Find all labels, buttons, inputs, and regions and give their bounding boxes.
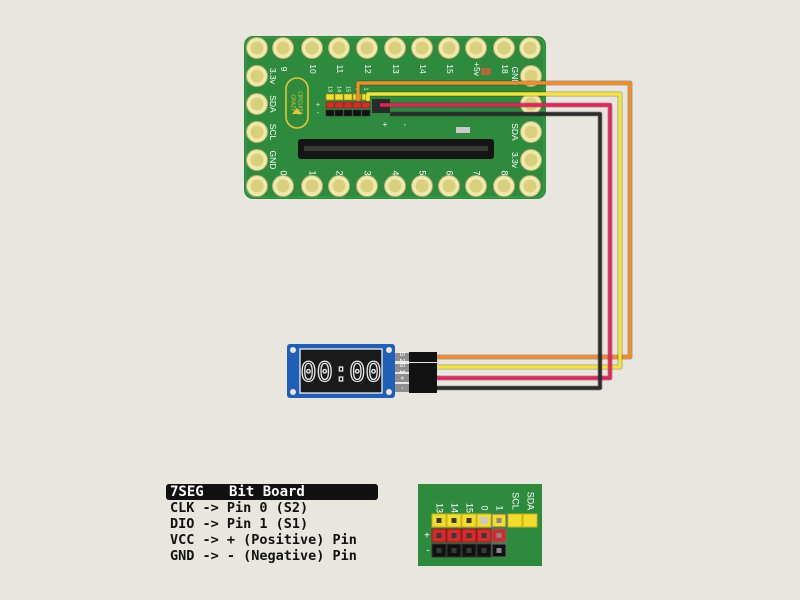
- mount-hole: [290, 389, 296, 395]
- left-pin-label: SCL: [268, 124, 278, 141]
- bottom-pin-label: 4: [391, 170, 401, 175]
- vcc-wire: [380, 103, 612, 380]
- legend-row-clk: CLK -> Pin 0 (S2): [170, 500, 309, 516]
- clk-wire: [356, 81, 632, 359]
- gnd-wire: [390, 112, 602, 390]
- jumper-housing: [409, 373, 437, 383]
- top-pin-label: 18: [500, 64, 510, 74]
- logo-text: CIRCUITS: [297, 91, 303, 115]
- rail-plus-label: +: [316, 102, 320, 109]
- rail-minus-label: -: [317, 110, 320, 117]
- top-pin-label: 11: [335, 65, 345, 74]
- positive-pin: [361, 101, 371, 109]
- top-pin-label: 10: [308, 64, 318, 74]
- top-pin-label: 9: [279, 67, 289, 72]
- right-pin-label: SDA: [510, 123, 520, 141]
- top-pin-label: 14: [418, 64, 428, 74]
- signal-pin: [334, 93, 344, 101]
- logo-text: CRAZY: [290, 95, 296, 113]
- inset-pin-label: SCL: [511, 492, 521, 510]
- bottom-pin-label: 3: [363, 170, 373, 175]
- inset-signal-pin: [507, 513, 523, 528]
- inset-minus-label: -: [426, 546, 429, 557]
- bottom-pin-label: 8: [500, 170, 510, 175]
- smd-component: [456, 127, 470, 133]
- negative-pin: [361, 109, 371, 117]
- signal-pin: [361, 93, 371, 101]
- module-pin-label: S 1: [398, 362, 407, 373]
- module-pin-label: -: [398, 387, 407, 390]
- wiring-legend: 7SEG Bit Board CLK -> Pin 0 (S2) DIO -> …: [166, 484, 378, 564]
- led-plus: +: [383, 120, 388, 129]
- legend-row-gnd: GND -> - (Negative) Pin: [170, 548, 357, 564]
- seven-segment-display: 00:00 S 2S 1 + -: [287, 344, 437, 398]
- inset-highlight-pin: [480, 517, 488, 524]
- inset-pin-label: 13: [435, 503, 445, 513]
- inset-plus-label: +: [424, 531, 430, 542]
- mount-hole: [386, 389, 392, 395]
- signal-pin: [343, 93, 353, 101]
- legend-header: 7SEG Bit Board: [166, 484, 378, 500]
- bottom-pin-label: 0: [279, 170, 289, 175]
- negative-pin: [343, 109, 353, 117]
- led-minus: -: [404, 120, 407, 129]
- legend-row-vcc: VCC -> + (Positive) Pin: [170, 532, 357, 548]
- top-pin-label: 12: [363, 64, 373, 74]
- top-pin-label: +5v: [472, 62, 482, 77]
- inset-pin-label: 14: [450, 503, 460, 513]
- inset-pin-label: 1: [495, 505, 505, 510]
- module-pin: [395, 353, 409, 361]
- logo-icon: [292, 108, 302, 114]
- positive-pin: [343, 101, 353, 109]
- dio-wire: [366, 92, 622, 369]
- bottom-pin-label: 7: [472, 170, 482, 175]
- jumper-wires: [355, 80, 633, 391]
- bottom-pin-label: 6: [445, 170, 455, 175]
- header-pin-label: 1: [363, 87, 369, 90]
- negative-pin: [325, 109, 335, 117]
- positive-pin: [325, 101, 335, 109]
- bottom-pin-label: 2: [335, 170, 345, 175]
- inset-pin-label: 15: [465, 503, 475, 513]
- module-pin: [395, 364, 409, 372]
- inset-pin-label: 0: [480, 505, 490, 510]
- module-pin: [395, 384, 409, 392]
- display-bezel: [299, 348, 383, 394]
- display-digits: 00:00: [300, 357, 381, 388]
- bottom-pin-label: 1: [308, 170, 318, 175]
- legend-row-dio: DIO -> Pin 1 (S1): [170, 516, 309, 532]
- signal-pin: [325, 93, 335, 101]
- positive-pin: [334, 101, 344, 109]
- inset-pin-label: SDA: [526, 492, 536, 511]
- left-pin-label: SDA: [268, 95, 278, 113]
- top-pin-label: 15: [445, 64, 455, 74]
- slot-contacts: [304, 146, 488, 151]
- right-pin-label: GND: [510, 67, 520, 86]
- mount-hole: [290, 347, 296, 353]
- top-pin-label: 13: [391, 64, 401, 74]
- header-pin-label: 14: [336, 86, 342, 92]
- right-pin-label: 3.3v: [510, 152, 520, 169]
- negative-pin: [352, 109, 362, 117]
- header-pin-label: 13: [327, 86, 333, 92]
- left-pin-label: GND: [268, 151, 278, 170]
- inset-signal-pin: [522, 513, 538, 528]
- jumper-housing: [409, 363, 437, 373]
- module-pin-label: S 2: [398, 351, 407, 362]
- negative-pin: [334, 109, 344, 117]
- left-pin-label: 3.3v: [268, 68, 278, 85]
- bottom-pin-label: 5: [418, 170, 428, 175]
- jumper-housing: [409, 383, 437, 393]
- positive-pin: [352, 101, 362, 109]
- jumper-housing: [409, 352, 437, 362]
- module-pin: [395, 374, 409, 382]
- smd-component: [481, 68, 491, 75]
- header-pin-label: 15: [345, 86, 351, 92]
- module-pin-label: +: [398, 376, 407, 381]
- mount-hole: [386, 347, 392, 353]
